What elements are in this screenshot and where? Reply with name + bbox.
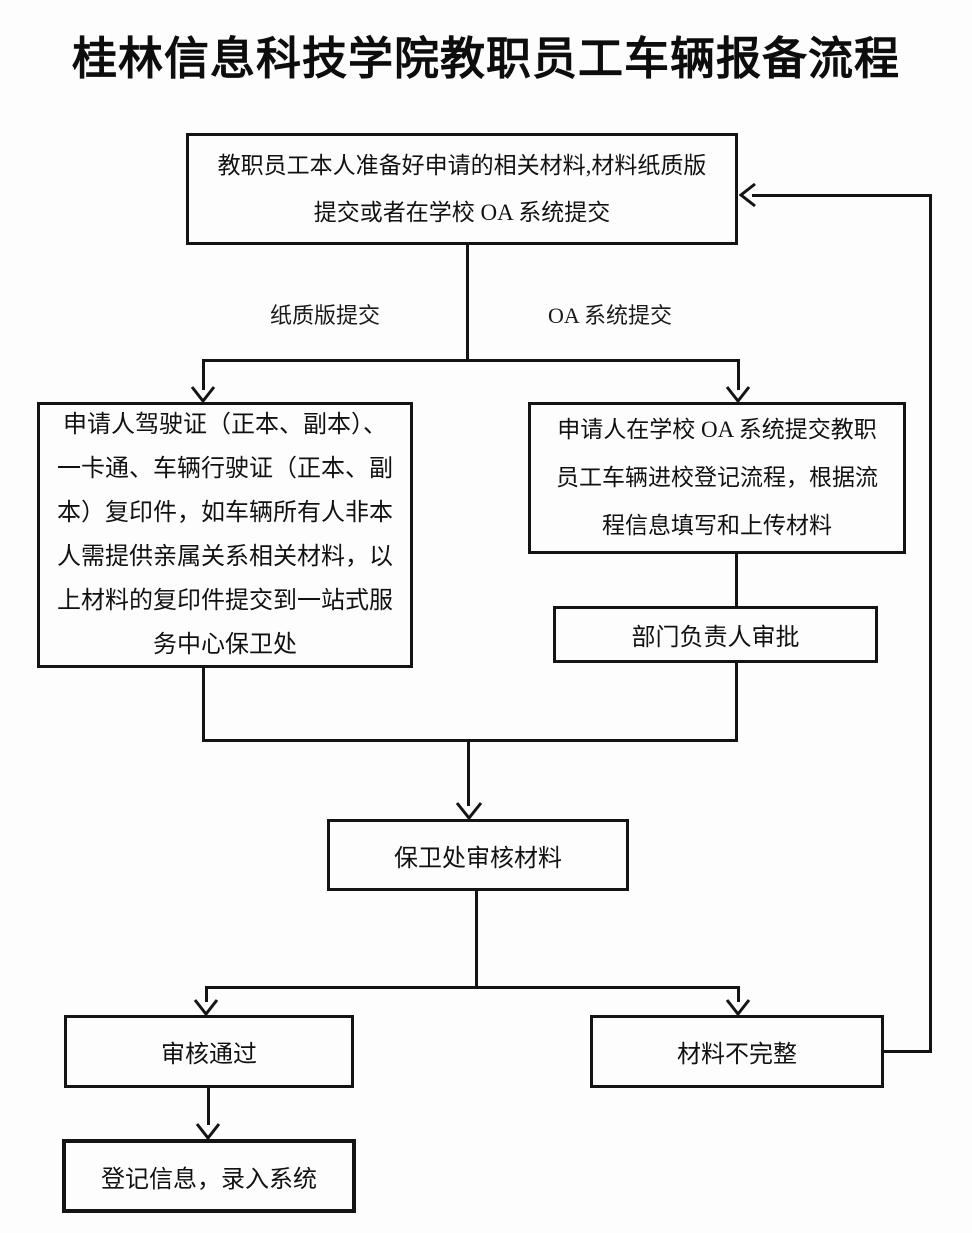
- page-title: 桂林信息科技学院教职员工车辆报备流程: [71, 33, 900, 84]
- arrowhead-down-to-pass-icon: [193, 999, 219, 1016]
- flow-node-text: 一卡通、车辆行驶证（正本、副: [57, 456, 393, 482]
- flow-node-text: 申请人在学校 OA 系统提交教职: [557, 417, 877, 442]
- flow-node-text: 申请人驾驶证（正本、副本）、: [63, 412, 387, 438]
- edge-label-oa-submit: OA 系统提交: [547, 303, 673, 328]
- flow-node-text: 审核通过: [161, 1042, 257, 1068]
- connector-merge-horizontal: [202, 739, 738, 742]
- flow-node-text: 程信息填写和上传材料: [602, 513, 832, 538]
- flow-node-prepare-materials: 教职员工本人准备好申请的相关材料,材料纸质版 提交或者在学校 OA 系统提交: [186, 133, 738, 245]
- flow-node-text: 登记信息，录入系统: [101, 1166, 317, 1193]
- flow-node-text: 教职员工本人准备好申请的相关材料,材料纸质版: [217, 153, 707, 178]
- edge-label-paper-submit: 纸质版提交: [269, 303, 380, 328]
- flow-node-text: 本）复印件，如车辆所有人非本: [57, 500, 393, 526]
- arrowhead-down-to-oa-icon: [725, 386, 751, 403]
- arrowhead-left-to-prepare-icon: [739, 182, 756, 208]
- flow-node-materials-incomplete: 材料不完整: [590, 1015, 884, 1088]
- flow-node-register-info: 登记信息，录入系统: [62, 1139, 356, 1213]
- connector-incomplete-to-loop: [883, 1050, 932, 1053]
- flow-node-text: 材料不完整: [677, 1042, 797, 1068]
- flow-node-text: 上材料的复印件提交到一站式服: [57, 588, 393, 614]
- arrowhead-down-to-review-icon: [455, 802, 483, 820]
- connector-pass-to-register: [207, 1087, 210, 1125]
- connector-branch-to-pass: [205, 986, 208, 1002]
- arrowhead-down-to-incomplete-icon: [725, 999, 751, 1016]
- connector-branch-to-incomplete: [737, 986, 740, 1002]
- flow-node-text: 人需提供亲属关系相关材料，以: [57, 544, 393, 570]
- arrowhead-down-to-register-icon: [195, 1123, 221, 1140]
- connector-split-to-oa: [737, 359, 740, 390]
- flow-node-text: 员工车辆进校登记流程，根据流: [556, 465, 878, 490]
- connector-paper-to-merge: [202, 667, 205, 742]
- connector-loop-vertical: [929, 194, 932, 1053]
- flow-node-security-review: 保卫处审核材料: [327, 819, 629, 891]
- flow-node-text: 部门负责人审批: [631, 625, 800, 651]
- connector-split-horizontal: [202, 359, 740, 362]
- connector-oa-to-approval: [735, 553, 738, 608]
- flow-node-review-passed: 审核通过: [64, 1015, 354, 1088]
- flow-node-paper-materials: 申请人驾驶证（正本、副本）、 一卡通、车辆行驶证（正本、副 本）复印件，如车辆所…: [37, 402, 413, 668]
- connector-split-to-paper: [202, 359, 205, 390]
- connector-merge-to-review: [467, 739, 470, 806]
- flow-node-department-approval: 部门负责人审批: [553, 606, 878, 663]
- flow-node-oa-submit: 申请人在学校 OA 系统提交教职 员工车辆进校登记流程，根据流 程信息填写和上传…: [528, 402, 906, 554]
- arrowhead-down-to-paper-icon: [190, 386, 216, 403]
- connector-prepare-to-split: [466, 243, 469, 362]
- connector-review-to-branch: [475, 890, 478, 989]
- flow-node-text: 务中心保卫处: [153, 632, 297, 658]
- connector-loop-to-prepare: [752, 194, 932, 197]
- connector-branch-horizontal: [205, 986, 740, 989]
- flow-node-text: 提交或者在学校 OA 系统提交: [313, 200, 611, 225]
- connector-approval-to-merge: [735, 662, 738, 742]
- flow-node-text: 保卫处审核材料: [394, 845, 562, 872]
